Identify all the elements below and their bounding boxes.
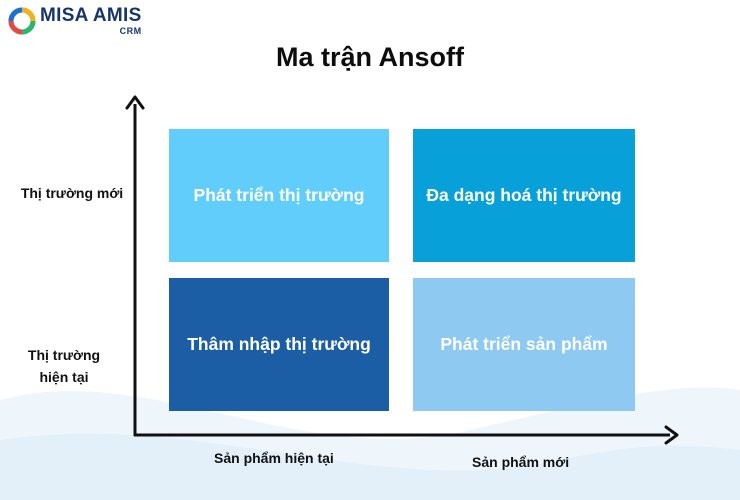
y-axis-arrowhead bbox=[125, 95, 145, 110]
y-axis-label-new-market: Thị trường mới bbox=[20, 185, 124, 201]
quadrant-market-penetration: Thâm nhập thị trường bbox=[169, 278, 389, 411]
quadrant-product-development: Phát triển sản phẩm bbox=[413, 278, 635, 411]
x-axis-arrowhead bbox=[664, 425, 679, 445]
y-axis-label-current-line1: Thị trường bbox=[27, 347, 101, 363]
quadrant-market-development: Phát triển thị trường bbox=[169, 129, 389, 262]
x-axis-label-new-product: Sản phẩm mới bbox=[472, 454, 570, 470]
y-axis-label-current-market: Thị trường hiện tại bbox=[8, 344, 120, 388]
quadrant-diversification: Đa dạng hoá thị trường bbox=[413, 129, 635, 262]
brand-name: MISA AMIS bbox=[40, 5, 142, 26]
y-axis-label-current-line2: hiện tại bbox=[39, 369, 89, 385]
brand-logo: MISA AMIS CRM bbox=[8, 6, 142, 36]
x-axis-label-current-product: Sản phẩm hiện tại bbox=[214, 450, 334, 466]
misa-logo-icon bbox=[8, 7, 36, 35]
diagram-title: Ma trận Ansoff bbox=[276, 42, 464, 72]
brand-sub: CRM bbox=[119, 26, 142, 36]
